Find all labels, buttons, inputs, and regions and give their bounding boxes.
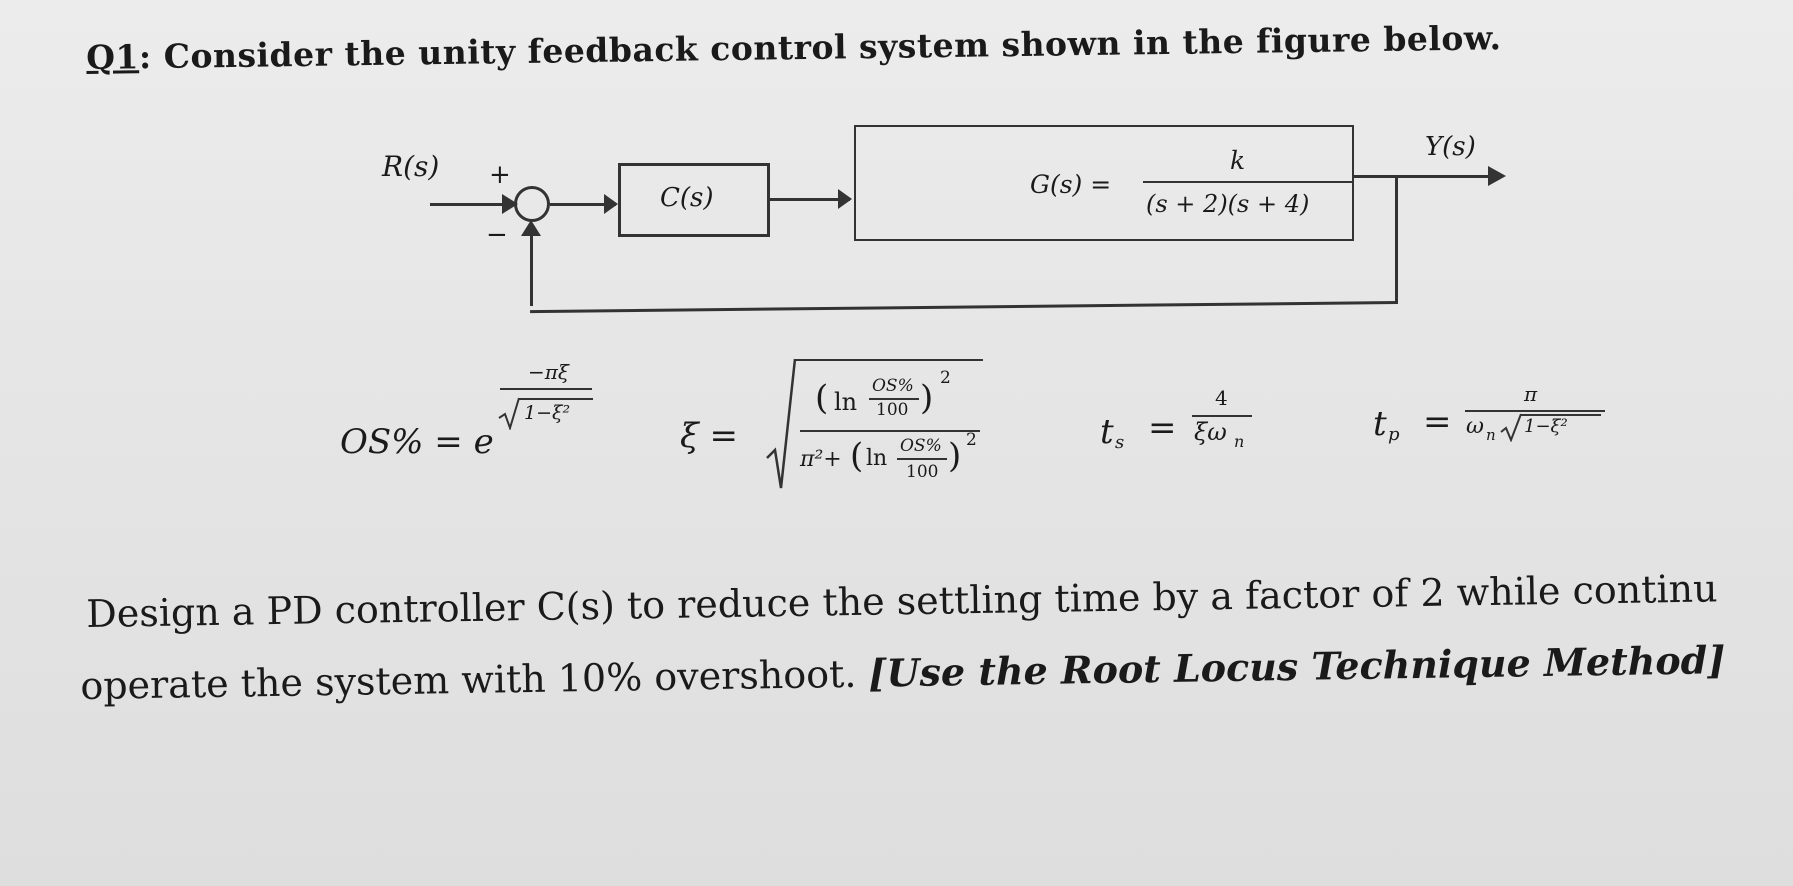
tp-equals: = (1423, 402, 1452, 442)
controller-to-plant-line (770, 198, 850, 201)
plant-denominator: (s + 2)(s + 4) (1146, 190, 1310, 218)
question-title: Q1: Consider the unity feedback control … (86, 18, 1502, 77)
zeta-den-paren-close: ) (948, 436, 962, 476)
zeta-formula-lhs: ξ = (680, 416, 739, 456)
zeta-main-fraction-bar (800, 430, 980, 432)
zeta-num-paren-open: ( (815, 378, 829, 418)
tp-sqrt-bar (1521, 414, 1601, 416)
paragraph-line-1: Design a PD controller C(s) to reduce th… (86, 566, 1718, 636)
zeta-num-inner-bar (869, 398, 919, 400)
zeta-den-ln: ln (866, 446, 888, 471)
plant-arrowhead (838, 189, 852, 209)
controller-label: C(s) (660, 183, 714, 213)
tp-subscript: p (1388, 424, 1400, 445)
zeta-den-100: 100 (906, 462, 939, 482)
os-exponent-bar (500, 388, 592, 390)
ts-subscript: s (1115, 432, 1125, 453)
input-arrowhead (502, 194, 518, 214)
summing-junction (514, 186, 550, 222)
feedback-bottom-line (530, 301, 1399, 314)
zeta-den-power: 2 (966, 430, 977, 450)
feedback-down-line (1395, 176, 1398, 303)
zeta-sqrt-sign (766, 358, 796, 489)
os-exponent-denominator: 1−ξ² (524, 402, 571, 424)
paragraph-line-2: operate the system with 10% overshoot. [… (80, 637, 1726, 708)
zeta-num-100: 100 (876, 400, 909, 420)
ts-fraction-bar (1192, 415, 1252, 417)
zeta-den-pi-sq: π²+ (800, 447, 842, 472)
input-label: R(s) (382, 150, 440, 183)
os-formula-lhs: OS% = e (340, 422, 494, 462)
zeta-num-os: OS% (872, 376, 914, 396)
feedback-arrowhead (521, 220, 541, 236)
zeta-den-inner-bar (897, 458, 947, 460)
paragraph-line-2-text: operate the system with 10% overshoot. (80, 651, 869, 708)
question-title-text: : Consider the unity feedback control sy… (138, 18, 1502, 77)
plant-fraction-bar (1143, 181, 1353, 183)
ts-denominator: ξω (1194, 418, 1227, 446)
plant-numerator: k (1230, 146, 1246, 175)
os-sqrt-sign (498, 397, 520, 430)
zeta-num-paren-close: ) (920, 378, 934, 418)
os-exponent-numerator: −πξ (528, 360, 569, 384)
output-line (1354, 175, 1499, 178)
output-arrowhead (1488, 166, 1506, 186)
ts-equals: = (1148, 408, 1177, 448)
ts-den-subscript: n (1234, 432, 1245, 451)
tp-lhs: t (1373, 404, 1387, 444)
plant-block (854, 125, 1354, 241)
zeta-num-power: 2 (940, 368, 951, 388)
tp-numerator: π (1524, 382, 1538, 406)
tp-fraction-bar (1465, 410, 1605, 412)
zeta-den-os: OS% (900, 436, 942, 456)
input-arrow-line (430, 203, 516, 206)
plant-lhs: G(s) = (1030, 170, 1112, 199)
question-number: Q1 (86, 37, 140, 77)
os-sqrt-bar (519, 398, 593, 400)
zeta-sqrt-bar (795, 359, 983, 361)
feedback-up-line (530, 232, 533, 306)
controller-arrowhead (604, 194, 618, 214)
plus-sign: + (489, 160, 511, 190)
tp-sqrt-sign (1500, 413, 1522, 442)
ts-numerator: 4 (1215, 386, 1228, 410)
junction-to-controller-line (550, 203, 616, 206)
ts-lhs: t (1100, 412, 1114, 452)
paragraph-method-note: [Use the Root Locus Technique Method] (868, 637, 1726, 696)
minus-sign: − (486, 220, 508, 250)
tp-denominator: ω (1466, 414, 1484, 439)
zeta-den-paren-open: ( (850, 436, 864, 476)
output-label: Y(s) (1425, 132, 1476, 162)
tp-den-radicand: 1−ξ² (1524, 416, 1568, 437)
tp-den-subscript: n (1486, 426, 1496, 444)
controller-block (618, 163, 770, 237)
zeta-num-ln: ln (834, 388, 858, 416)
